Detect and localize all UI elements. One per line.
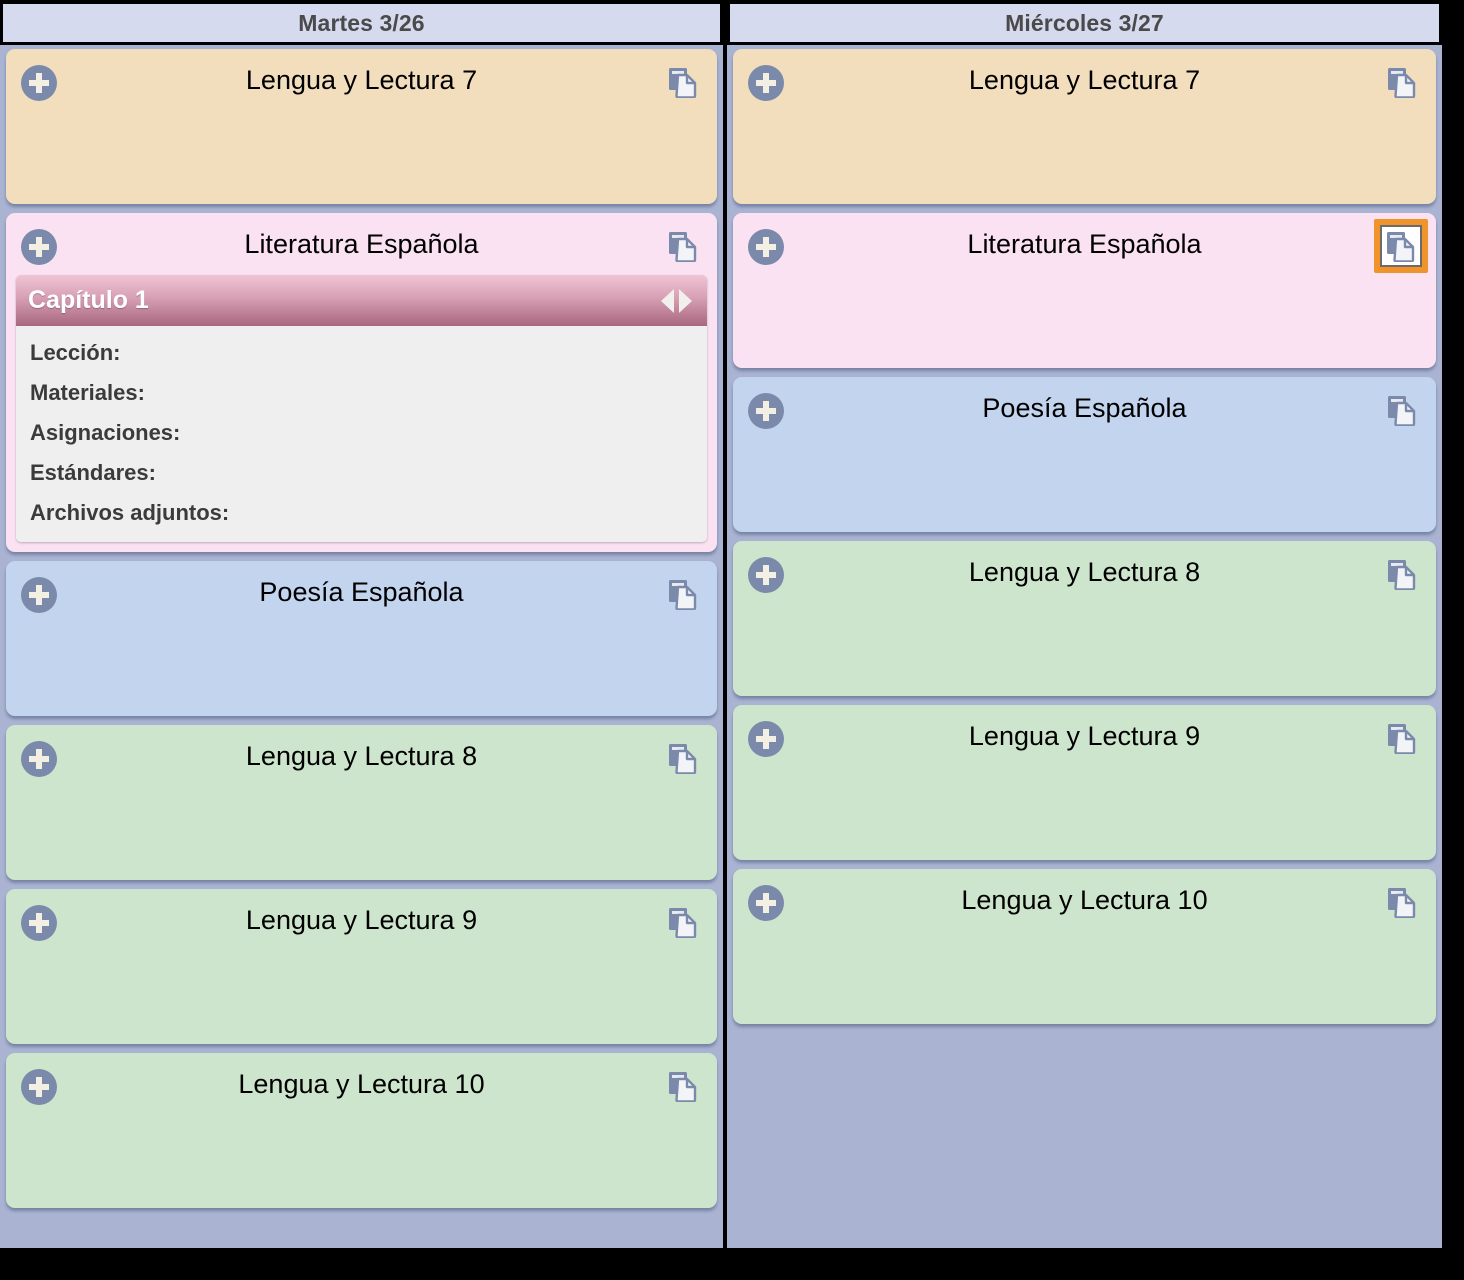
class-card-title: Poesía Española [982,392,1187,423]
class-card[interactable]: Lengua y Lectura 10 [6,1053,717,1208]
class-card[interactable]: Lengua y Lectura 8 [733,541,1436,696]
class-card-title: Literatura Española [967,228,1202,259]
class-card-title: Lengua y Lectura 8 [968,556,1201,587]
class-card[interactable]: Lengua y Lectura 7 [733,49,1436,204]
class-card-title: Lengua y Lectura 9 [968,720,1201,751]
card-topbar: Lengua y Lectura 9 [6,889,717,951]
chapter-label: Capítulo 1 [28,286,149,314]
class-card-title: Poesía Española [259,576,464,607]
copy-documents-icon[interactable] [1374,219,1428,273]
class-card[interactable]: Lengua y Lectura 7 [6,49,717,204]
card-topbar: Lengua y Lectura 7 [733,49,1436,111]
chapter-nav [660,288,693,314]
plus-circle-icon[interactable] [748,393,784,429]
card-topbar: Literatura Española [733,213,1436,275]
plus-circle-icon[interactable] [21,577,57,613]
copy-documents-icon[interactable] [666,228,700,264]
plus-circle-icon[interactable] [21,905,57,941]
card-topbar: Poesía Española [733,377,1436,439]
nav-arrow-right-icon[interactable] [678,288,693,314]
class-card[interactable]: Lengua y Lectura 9 [733,705,1436,860]
empty-slot-area [733,1033,1436,1248]
copy-documents-icon[interactable] [666,1068,700,1104]
class-card[interactable]: Literatura Española [733,213,1436,368]
day-header-label: Martes 3/26 [298,9,425,36]
plus-circle-icon[interactable] [748,721,784,757]
detail-field-label: Materiales: [30,380,145,405]
copy-documents-icon[interactable] [1385,556,1419,592]
plus-circle-icon[interactable] [21,65,57,101]
card-topbar: Literatura Española [6,213,717,275]
plus-circle-icon[interactable] [748,557,784,593]
detail-field-label: Archivos adjuntos: [30,500,230,525]
class-card-title: Lengua y Lectura 7 [968,64,1201,95]
class-card[interactable]: Poesía Española [6,561,717,716]
copy-documents-icon[interactable] [1385,720,1419,756]
day-header-0: Martes 3/26 [0,0,723,45]
lesson-detail-body: Lección: Materiales: Asignaciones: Estándar… [16,326,707,542]
class-card-title: Lengua y Lectura 10 [238,1068,485,1099]
plus-circle-icon[interactable] [748,885,784,921]
day-header-label: Miércoles 3/27 [1005,9,1164,36]
empty-slot-area [6,1217,717,1248]
day-header-1: Miércoles 3/27 [727,0,1442,45]
card-topbar: Lengua y Lectura 10 [6,1053,717,1115]
copy-documents-icon[interactable] [1385,64,1419,100]
card-topbar: Poesía Española [6,561,717,623]
detail-field-label: Lección: [30,340,121,365]
copy-documents-icon[interactable] [666,64,700,100]
detail-field-label: Estándares: [30,460,156,485]
class-card-title: Lengua y Lectura 9 [245,904,478,935]
class-card-title: Literatura Española [244,228,479,259]
card-topbar: Lengua y Lectura 9 [733,705,1436,767]
card-topbar: Lengua y Lectura 8 [6,725,717,787]
copy-documents-icon[interactable] [1385,884,1419,920]
nav-arrow-left-icon[interactable] [660,288,675,314]
plus-circle-icon[interactable] [748,65,784,101]
copy-documents-icon[interactable] [666,904,700,940]
card-topbar: Lengua y Lectura 7 [6,49,717,111]
copy-documents-icon[interactable] [666,576,700,612]
card-topbar: Lengua y Lectura 10 [733,869,1436,931]
class-card-title: Lengua y Lectura 10 [961,884,1208,915]
plus-circle-icon[interactable] [21,229,57,265]
lesson-detail-header: Capítulo 1 [16,275,707,326]
plus-circle-icon[interactable] [748,229,784,265]
class-card-title: Lengua y Lectura 7 [245,64,478,95]
class-card[interactable]: Lengua y Lectura 8 [6,725,717,880]
class-card[interactable]: Lengua y Lectura 9 [6,889,717,1044]
copy-documents-icon[interactable] [1385,392,1419,428]
copy-documents-icon[interactable] [666,740,700,776]
detail-field-label: Asignaciones: [30,420,181,445]
plus-circle-icon[interactable] [21,1069,57,1105]
class-card[interactable]: Poesía Española [733,377,1436,532]
plus-circle-icon[interactable] [21,741,57,777]
lesson-detail-panel: Capítulo 1 Lección: Materiales: Asignacione… [16,275,707,542]
class-card[interactable]: Lengua y Lectura 10 [733,869,1436,1024]
card-topbar: Lengua y Lectura 8 [733,541,1436,603]
class-card-title: Lengua y Lectura 8 [245,740,478,771]
